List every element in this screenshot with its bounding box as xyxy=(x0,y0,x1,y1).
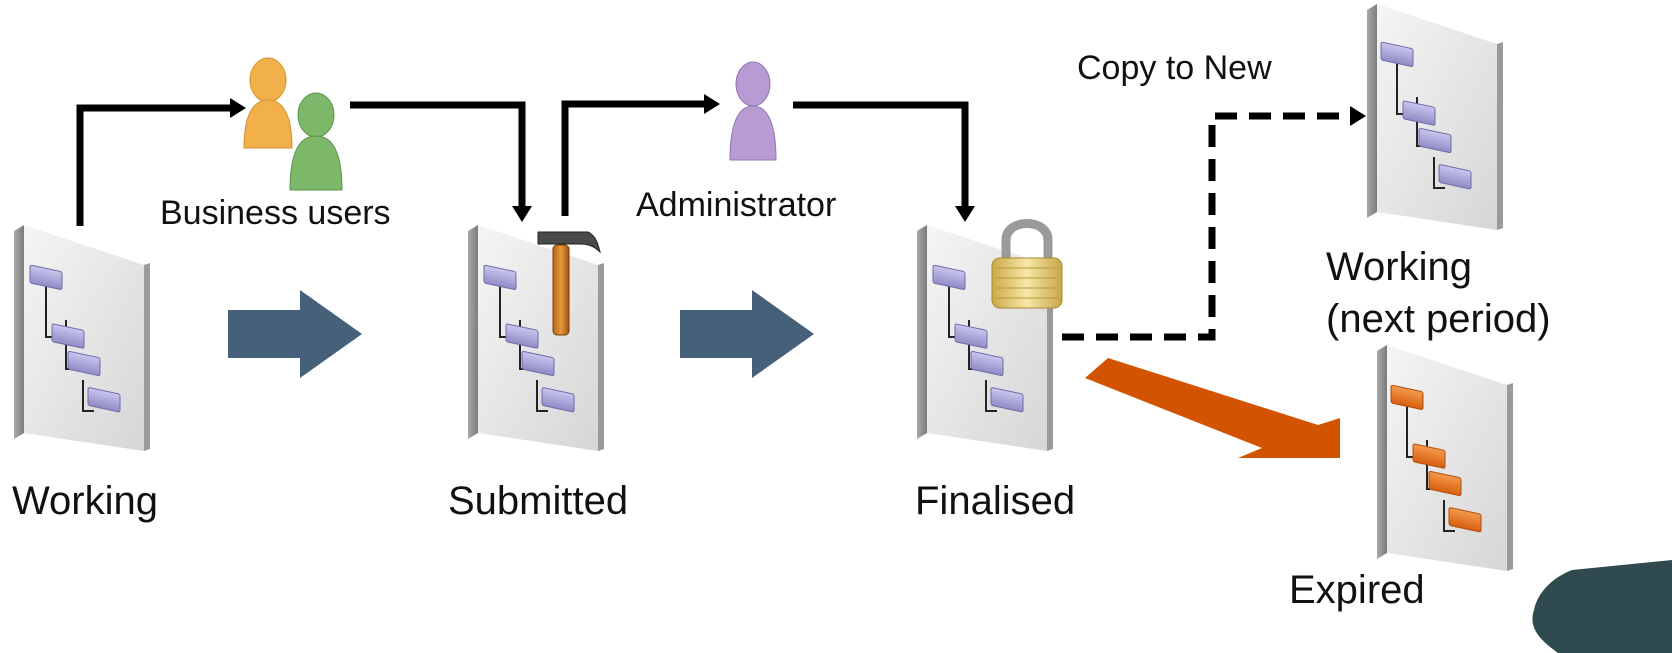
finalised-label: Finalised xyxy=(915,479,1076,523)
expire-arrow xyxy=(1085,358,1340,458)
expired-label: Expired xyxy=(1289,568,1425,612)
copy-to-new-flow xyxy=(1062,112,1352,341)
state-arrow-submitted-finalised xyxy=(680,290,814,378)
working-next-label-line2: (next period) xyxy=(1326,297,1551,341)
users-icon xyxy=(243,57,343,191)
hammer-icon xyxy=(537,231,601,336)
submitted-document-icon xyxy=(468,225,604,451)
arrowhead-to-users xyxy=(230,98,246,118)
submitted-label: Submitted xyxy=(448,479,629,523)
business-users-flow xyxy=(76,101,526,226)
arrowhead-to-finalised xyxy=(955,206,975,222)
arrowhead-to-submitted xyxy=(512,206,532,222)
administrator-flow xyxy=(561,100,969,216)
arrowhead-to-admin xyxy=(704,94,720,114)
state-arrow-working-submitted xyxy=(228,290,362,378)
working-next-label-line1: Working xyxy=(1326,245,1472,289)
administrator-icon xyxy=(729,61,777,161)
expired-document-icon xyxy=(1377,345,1513,571)
working-label: Working xyxy=(12,479,158,523)
administrator-label: Administrator xyxy=(636,186,837,224)
tree-logo-icon xyxy=(1532,560,1672,653)
arrowhead-to-working-next xyxy=(1350,106,1366,126)
business-users-label: Business users xyxy=(160,194,391,232)
padlock-icon xyxy=(991,219,1063,309)
copy-to-new-label: Copy to New xyxy=(1077,49,1272,87)
working-document-icon xyxy=(14,225,150,451)
working-next-document-icon xyxy=(1367,4,1503,230)
